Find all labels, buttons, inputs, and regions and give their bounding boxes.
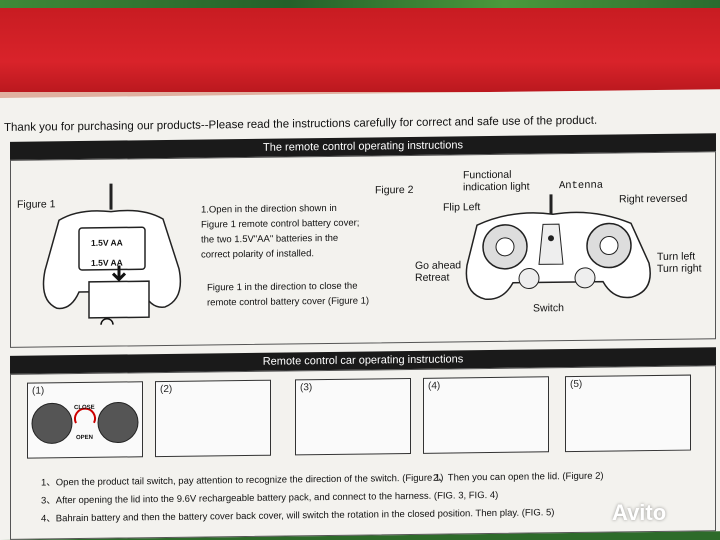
callout-indication-light: indication light bbox=[463, 180, 530, 194]
avito-watermark: Avito bbox=[612, 500, 667, 525]
step-4: 4、Bahrain battery and then the battery c… bbox=[41, 507, 555, 525]
callout-go-ahead: Go ahead bbox=[415, 259, 462, 272]
callout-retreat: Retreat bbox=[415, 271, 450, 284]
instruction-sheet: Thank you for purchasing our products--P… bbox=[0, 89, 720, 540]
step-3: 3、After opening the lid into the 9.6V re… bbox=[41, 489, 499, 507]
callout-turn-right: Turn right bbox=[657, 262, 702, 275]
figure-4-connect-harness: (4) bbox=[423, 376, 549, 454]
figure-5-close-cover: (5) bbox=[565, 374, 691, 453]
battery-1: 1.5V AA bbox=[91, 237, 123, 248]
figure2-label: Figure 2 bbox=[375, 183, 414, 197]
open-label: OPEN bbox=[76, 434, 94, 442]
car-section-panel: (1) CLOSE OPEN (2) (3) (4) (5) 1、Open th… bbox=[10, 365, 716, 540]
close-cover-note: Figure 1 in the direction to close the r… bbox=[207, 280, 370, 309]
box-red-flap bbox=[0, 8, 720, 98]
figure-3-insert-battery: (3) bbox=[295, 377, 411, 456]
remote-section-panel: Figure 1 1.5V AA 1.5V AA 1.Open in the d… bbox=[10, 151, 716, 348]
callout-antenna: Antenna bbox=[559, 179, 604, 193]
figure2-remote-front bbox=[465, 194, 651, 300]
intro-text: Thank you for purchasing our products--P… bbox=[4, 114, 598, 134]
figure-2-open-lid: (2) bbox=[155, 379, 271, 458]
step-2: 2、Then you can open the lid. (Figure 2) bbox=[433, 470, 604, 484]
figure-1-tail-switch: (1) CLOSE OPEN bbox=[27, 381, 143, 459]
wheel-illustration bbox=[31, 402, 139, 444]
figure1-remote-back bbox=[42, 183, 182, 325]
close-label: CLOSE bbox=[74, 404, 95, 412]
battery-instructions: 1.Open in the direction shown in Figure … bbox=[201, 202, 360, 261]
step-1: 1、Open the product tail switch, pay atte… bbox=[41, 472, 444, 489]
battery-2: 1.5V AA bbox=[91, 257, 123, 268]
callout-functional: Functional bbox=[463, 168, 512, 182]
